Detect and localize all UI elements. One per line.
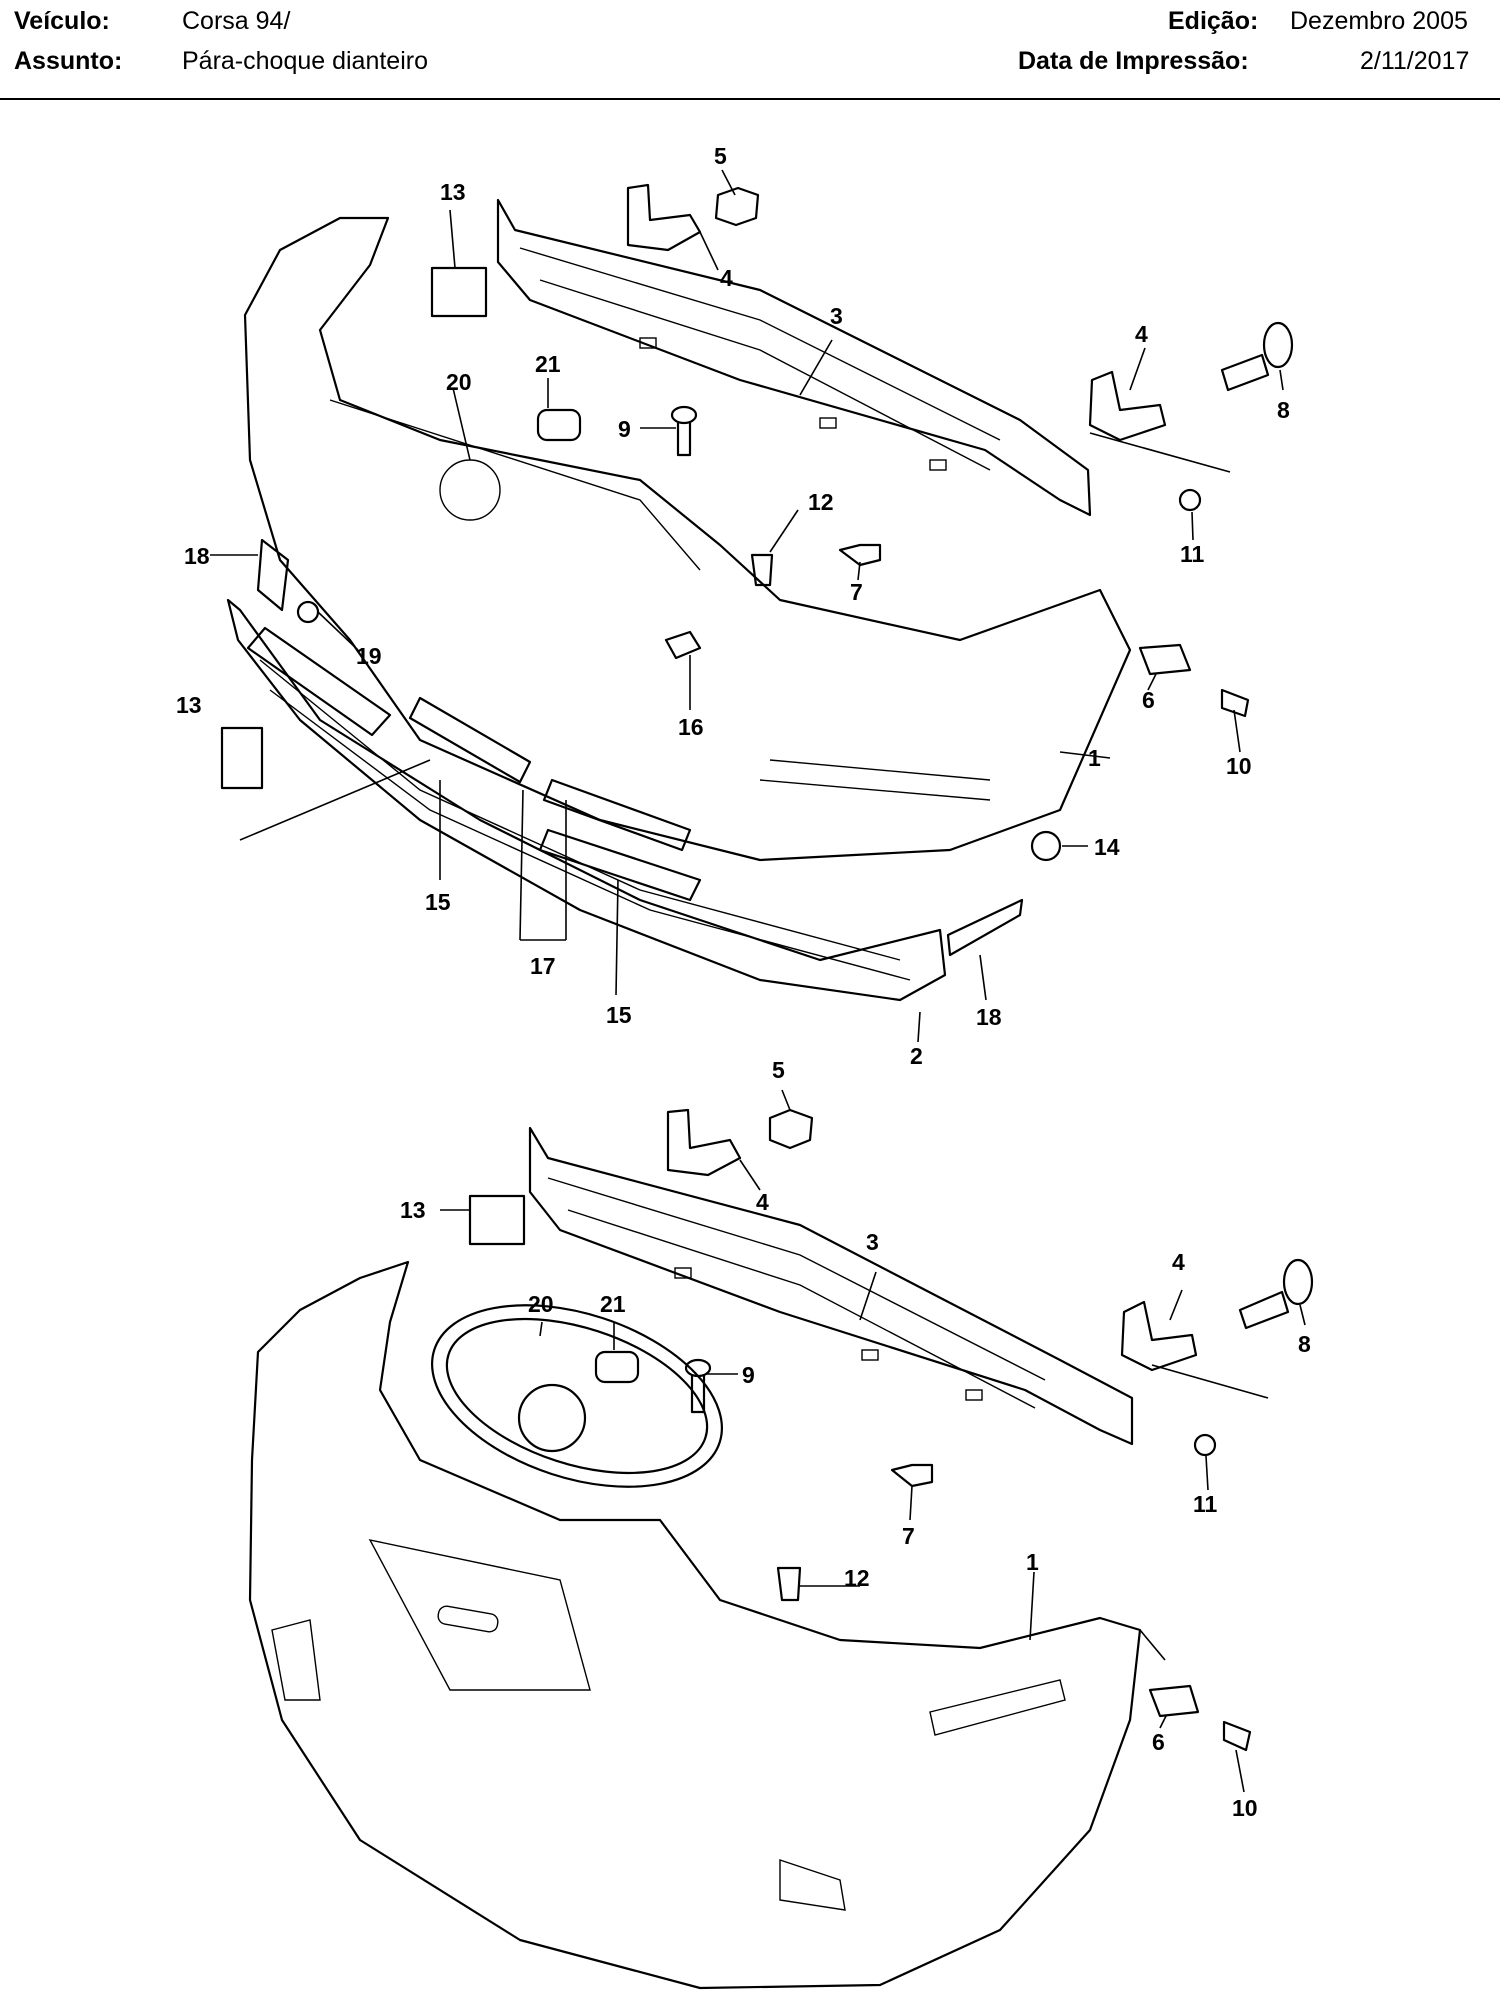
callout-bottom-8: 8: [1298, 1331, 1311, 1357]
callout-top-18-b: 18: [976, 1004, 1002, 1030]
header-divider: [0, 98, 1500, 100]
rivet-14-top: [1030, 830, 1062, 862]
callout-top-4-a: 4: [720, 265, 733, 291]
screw-7-top: [838, 543, 882, 567]
clip-6-bottom: [1148, 1684, 1200, 1718]
edition-label: Edição:: [1168, 7, 1259, 35]
callout-top-19: 19: [356, 643, 382, 669]
plug-21-bottom: [594, 1350, 640, 1384]
callout-top-15-b: 15: [606, 1002, 632, 1028]
vehicle-label: Veículo:: [14, 7, 110, 35]
screw-10-top: [1220, 688, 1250, 718]
bolt-8-bottom: [1238, 1290, 1290, 1330]
strip-17-b-top: [542, 778, 692, 852]
bottom-assembly: [248, 1089, 1314, 1990]
callout-bottom-6: 6: [1152, 1729, 1165, 1755]
callout-top-4-b: 4: [1135, 321, 1148, 347]
bolt-9-top: [670, 405, 698, 425]
callout-bottom-5: 5: [772, 1057, 785, 1083]
callout-top-16: 16: [678, 714, 704, 740]
clip-nut-13-b-top: [220, 726, 264, 790]
reinforcement-beam-top: [496, 198, 1092, 517]
clip-12-bottom: [776, 1566, 802, 1602]
callout-top-14: 14: [1094, 834, 1120, 860]
bracket-4-right-top: [1088, 370, 1167, 442]
grille-20-bottom: [431, 1304, 723, 1488]
print-date-label: Data de Impressão:: [1018, 47, 1249, 75]
bracket-4-left-top: [626, 183, 702, 252]
callout-bottom-21: 21: [600, 1291, 626, 1317]
bushing-5-top: [714, 186, 760, 227]
clip-12-top: [750, 553, 774, 587]
callout-top-6: 6: [1142, 687, 1155, 713]
callout-bottom-7: 7: [902, 1523, 915, 1549]
screw-19-top: [296, 600, 320, 624]
bracket-4-left-bottom: [666, 1108, 742, 1177]
strip-15-a-top: [246, 626, 392, 737]
callouts-top: 1 2 3 4 4 5 6 7 8 9 10 11 12 13 13 14 15…: [176, 143, 1290, 1069]
bolt-8-top: [1220, 353, 1270, 392]
callout-bottom-1: 1: [1026, 1549, 1039, 1575]
print-date-value: 2/11/2017: [1360, 47, 1470, 75]
bumper-cover-1-bottom: [248, 1260, 1142, 1990]
callout-bottom-13: 13: [400, 1197, 426, 1223]
nut-11-bottom: [1193, 1433, 1217, 1457]
callout-top-20: 20: [446, 369, 472, 395]
callout-top-13-b: 13: [176, 692, 202, 718]
callout-top-10: 10: [1226, 753, 1252, 779]
callout-top-8: 8: [1277, 397, 1290, 423]
callout-bottom-20: 20: [528, 1291, 554, 1317]
callout-bottom-10: 10: [1232, 1795, 1258, 1821]
clip-nut-13-a-top: [430, 266, 488, 318]
callout-top-2: 2: [910, 1043, 923, 1069]
callout-top-17: 17: [530, 953, 556, 979]
edition-value: Dezembro 2005: [1290, 7, 1468, 35]
callout-bottom-4-b: 4: [1172, 1249, 1185, 1275]
clip-6-top: [1138, 643, 1192, 676]
screw-7-bottom: [890, 1463, 934, 1488]
vehicle-value: Corsa 94/: [182, 7, 291, 35]
subject-value: Pára-choque dianteiro: [182, 47, 428, 75]
callout-bottom-9: 9: [742, 1362, 755, 1388]
callout-top-18-a: 18: [184, 543, 210, 569]
top-assembly: [210, 169, 1294, 1043]
callout-top-7: 7: [850, 579, 863, 605]
callout-bottom-3: 3: [866, 1229, 879, 1255]
callout-bottom-4-a: 4: [756, 1189, 769, 1215]
nut-11-top: [1178, 488, 1202, 512]
clip-nut-13-bottom: [468, 1194, 526, 1246]
callout-top-21: 21: [535, 351, 561, 377]
strip-17-a-top: [408, 696, 532, 784]
callout-top-1: 1: [1088, 745, 1101, 771]
bracket-4-right-bottom: [1120, 1300, 1198, 1372]
callout-top-9: 9: [618, 416, 631, 442]
trim-18-right-top: [946, 898, 1024, 957]
clip-16-top: [664, 630, 702, 660]
callout-top-11: 11: [1180, 541, 1205, 567]
bumper-cover-1-top: [243, 216, 1132, 862]
callout-top-5: 5: [714, 143, 727, 169]
bushing-5-bottom: [768, 1108, 814, 1150]
plug-21-top: [536, 408, 582, 442]
screw-10-bottom: [1222, 1720, 1252, 1752]
trim-18-left-top: [256, 538, 290, 612]
strip-15-b-top: [538, 828, 702, 902]
callout-top-3: 3: [830, 303, 843, 329]
callout-top-15-a: 15: [425, 889, 451, 915]
subject-label: Assunto:: [14, 47, 123, 75]
callouts-bottom: 1 3 4 4 5 6 7 8 9 10 11 12 13 20 21: [400, 1057, 1311, 1821]
callout-top-13-a: 13: [440, 179, 466, 205]
callout-bottom-11: 11: [1193, 1491, 1218, 1517]
reinforcement-beam-bottom: [528, 1126, 1134, 1446]
callout-bottom-12: 12: [844, 1565, 870, 1591]
spoiler-2-top: [226, 598, 947, 1002]
callout-top-12: 12: [808, 489, 834, 515]
